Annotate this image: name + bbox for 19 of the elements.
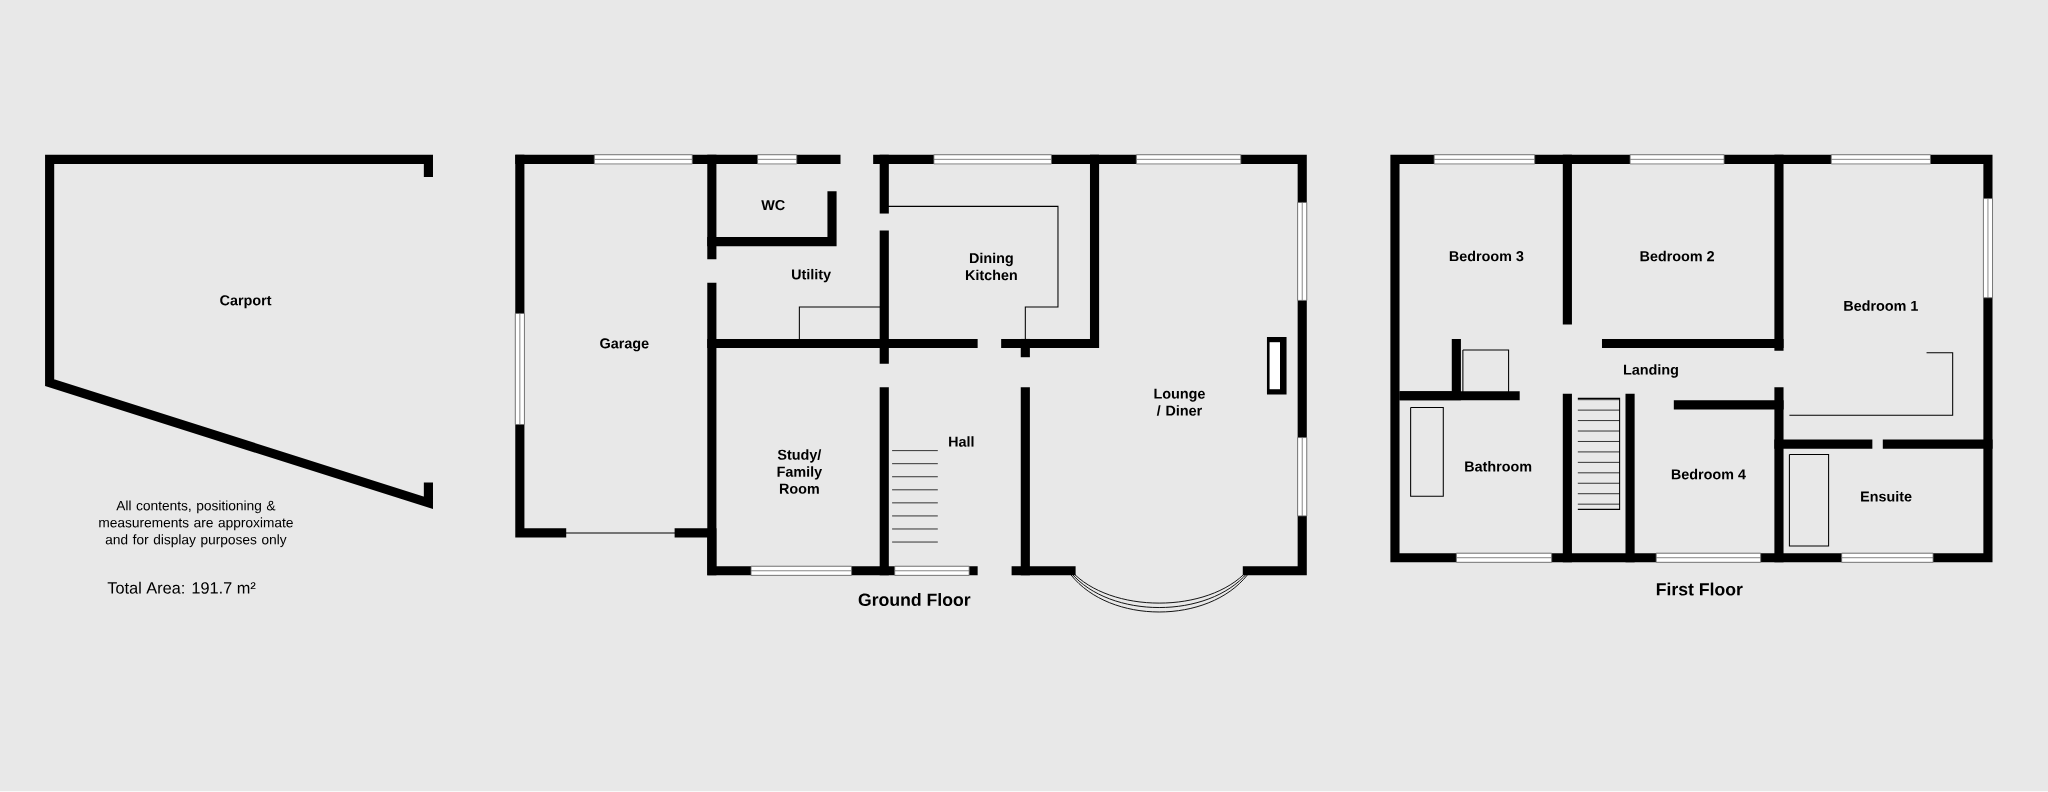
room-label: Landing bbox=[1624, 364, 1678, 378]
note-text: All contents, positioning & measurements are approximate and for display purposes only bbox=[99, 500, 293, 548]
total-area-text: Total Area: 191.7 m² bbox=[107, 582, 256, 594]
room-label: Lounge / Diner bbox=[1154, 388, 1205, 417]
room-label: WC bbox=[761, 200, 785, 211]
room-label: Garage bbox=[600, 338, 649, 352]
room-label: Dining Kitchen bbox=[966, 252, 1017, 281]
room-label: Utility bbox=[792, 269, 831, 283]
room-label: Hall bbox=[949, 436, 974, 447]
room-label: Ensuite bbox=[1861, 491, 1912, 502]
room-label: Bathroom bbox=[1465, 461, 1532, 472]
room-label: Carport bbox=[220, 295, 272, 309]
room-label: Bedroom 2 bbox=[1640, 250, 1714, 262]
floor-title: Ground Floor bbox=[858, 593, 971, 607]
room-label: Study/ Family Room bbox=[777, 449, 823, 494]
room-label: Bedroom 1 bbox=[1844, 300, 1918, 312]
room-label: Bedroom 3 bbox=[1449, 250, 1524, 262]
room-label: Bedroom 4 bbox=[1671, 469, 1746, 480]
floor-title: First Floor bbox=[1656, 582, 1743, 596]
